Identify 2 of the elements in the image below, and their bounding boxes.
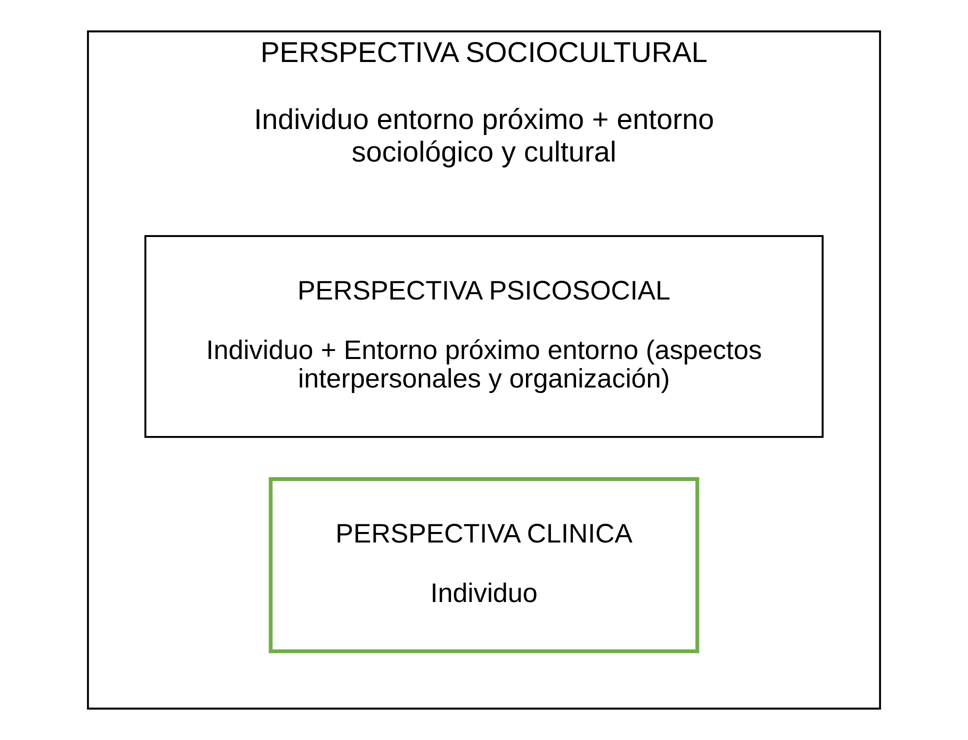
node-box: PERSPECTIVA PSICOSOCIAL Individuo + Entorno próximo entorno (aspectos interpersonales y organización) xyxy=(144,235,824,438)
node-box: PERSPECTIVA CLINICA Individuo xyxy=(268,477,700,654)
